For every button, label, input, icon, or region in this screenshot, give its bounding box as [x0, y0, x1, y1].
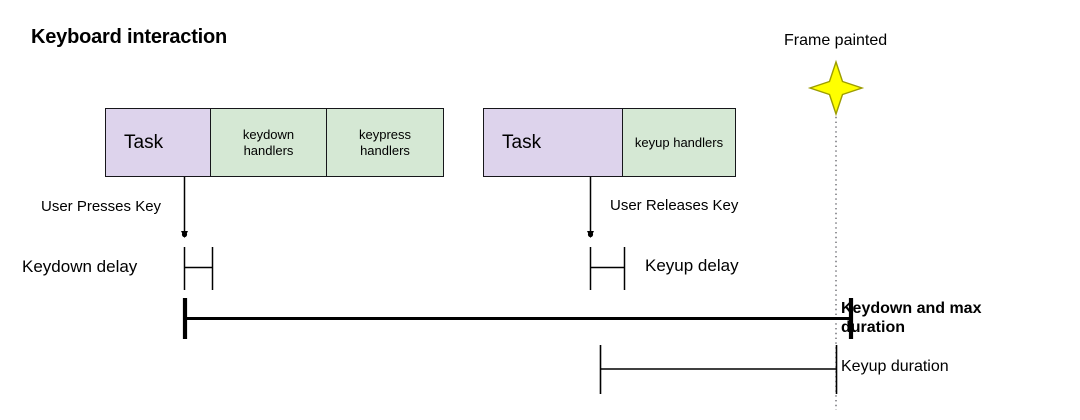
keypress-handlers-label-line2: handlers — [360, 142, 410, 158]
keydown-handlers-label-line2: handlers — [243, 142, 294, 158]
keypress-handlers-box[interactable]: keypress handlers — [326, 108, 444, 177]
release-event-arrow-dot — [587, 231, 594, 238]
keyup-handlers-label: keyup handlers — [634, 134, 724, 150]
keyup-handlers-box[interactable]: keyup handlers — [622, 108, 736, 177]
release-event-label: User Releases Key — [610, 197, 739, 214]
task-box-keydown[interactable]: Task — [105, 108, 211, 177]
keydown-handlers-label-line1: keydown — [242, 126, 295, 142]
keyup-duration-span — [599, 345, 838, 394]
press-event-label: User Presses Key — [41, 198, 162, 215]
keydown-delay-bracket — [183, 247, 214, 290]
keydown-max-duration-label-line1: Keydown and max — [841, 300, 982, 317]
press-event-arrow-dot — [181, 231, 188, 238]
task-box-keydown-label: Task — [124, 131, 164, 153]
keydown-max-duration-label-line2: duration — [841, 318, 905, 336]
task-box-keyup-label: Task — [502, 131, 542, 153]
task-box-keyup[interactable]: Task — [483, 108, 623, 177]
frame-painted-label: Frame painted — [784, 32, 888, 49]
keyup-duration-label: Keyup duration — [841, 358, 949, 375]
page-title: Keyboard interaction — [31, 26, 228, 48]
keyup-delay-label: Keyup delay — [645, 256, 739, 275]
four-point-star-icon — [807, 59, 865, 117]
keyup-delay-bracket — [589, 247, 626, 290]
keydown-max-duration-span — [182, 298, 854, 339]
keydown-delay-label: Keydown delay — [22, 257, 138, 276]
keypress-handlers-label-line1: keypress — [358, 126, 412, 142]
keydown-handlers-label: keydown handlers — [243, 127, 294, 159]
keypress-handlers-label: keypress handlers — [359, 127, 411, 159]
keydown-max-duration-label: Keydown and max duration — [841, 300, 1041, 338]
keydown-handlers-box[interactable]: keydown handlers — [210, 108, 327, 177]
